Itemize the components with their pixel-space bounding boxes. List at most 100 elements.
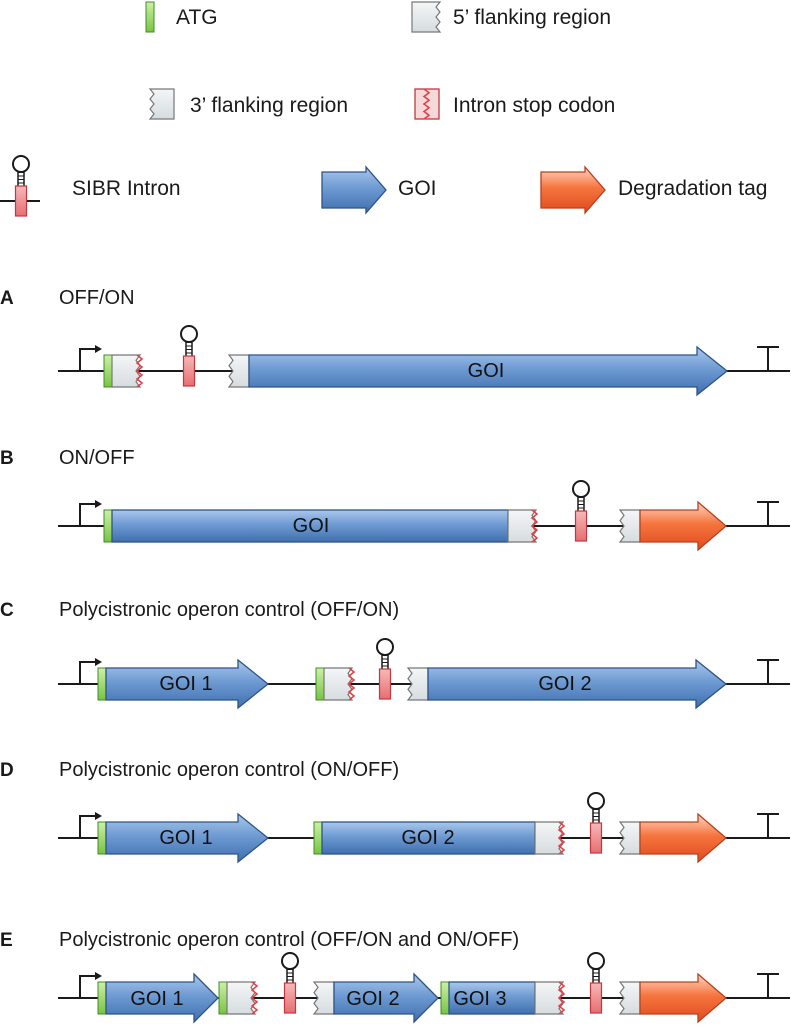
degradation-tag-arrow: [639, 500, 727, 552]
hairpin-loop-icon: [587, 792, 605, 810]
flank-5-region: [411, 1, 442, 33]
sibr-intron-block: [182, 355, 196, 387]
goi-3-box: [448, 981, 536, 1015]
panel-a-goi-label: GOI: [468, 360, 505, 382]
atg-block: [315, 667, 325, 701]
legend-degradation-arrow: [540, 165, 606, 215]
intron-stop-codon-mark: [250, 981, 259, 1015]
promoter-icon: [79, 815, 97, 838]
legend-goi-arrow: [321, 165, 387, 215]
goi-2-box: [321, 821, 536, 855]
sibr-intron-block: [574, 510, 588, 542]
hairpin-loop-icon: [180, 325, 198, 343]
promoter-icon: [79, 503, 97, 526]
sibr-intron-block: [589, 822, 603, 854]
hairpin-loop-icon: [12, 155, 30, 173]
promoter-icon: [79, 975, 97, 998]
flank-5-region: [323, 667, 354, 701]
panel-d-letter: D: [0, 760, 14, 781]
hairpin-loop-icon: [281, 952, 299, 970]
sibr-intron-block: [14, 185, 28, 217]
panel-b: B ON/OFF GOI: [0, 447, 790, 552]
flank-3-region: [312, 981, 335, 1015]
flank-3-region: [618, 509, 641, 543]
goi-1-arrow: [105, 812, 270, 864]
promoter-arrowhead-icon: [95, 812, 102, 820]
promoter-arrowhead-icon: [95, 345, 102, 353]
degradation-tag-arrow: [639, 972, 727, 1024]
flank-5-region: [111, 354, 142, 388]
hairpin-loop-icon: [572, 480, 590, 498]
promoter-arrowhead-icon: [95, 972, 102, 980]
intron-stop-codon-mark: [422, 88, 431, 120]
goi-arrow: [248, 345, 729, 397]
panel-d: D Polycistronic operon control (ON/OFF) …: [0, 759, 790, 864]
sibr-intron-block: [378, 668, 392, 700]
panel-e-construct: [58, 952, 790, 1024]
legend-degradation-tag-label: Degradation tag: [618, 177, 767, 200]
legend-goi-label: GOI: [398, 177, 437, 200]
atg-block: [145, 1, 155, 33]
panel-e-goi3-label: GOI 3: [453, 988, 506, 1010]
panel-b-letter: B: [0, 448, 14, 469]
hairpin-loop-icon: [587, 952, 605, 970]
atg-block: [97, 981, 107, 1015]
legend-5-flank-label: 5’ flanking region: [453, 6, 611, 29]
intron-stop-codon-mark: [530, 509, 539, 543]
flank-3-region: [406, 667, 429, 701]
terminator-icon: [757, 346, 779, 371]
legend-intron-stop-label: Intron stop codon: [453, 94, 615, 117]
intron-stop-codon-mark: [557, 981, 566, 1015]
terminator-icon: [757, 659, 779, 684]
panel-a-construct: [58, 325, 790, 397]
goi-1-arrow: [105, 972, 219, 1024]
panel-b-construct: [58, 480, 790, 552]
flank-5-region: [507, 509, 538, 543]
legend: ATG 5’ flanking region 3’ flanking regio…: [0, 1, 767, 217]
flank-3-region: [618, 821, 641, 855]
legend-3-flank-icon: [148, 88, 175, 120]
panel-a: A OFF/ON GOI: [0, 287, 790, 397]
intron-stop-codon-mark: [557, 821, 566, 855]
sibr-intron-block: [589, 982, 603, 1014]
goi-2-arrow: [333, 972, 439, 1024]
goi-2-arrow: [427, 658, 728, 710]
goi-1-arrow: [105, 658, 270, 710]
panel-a-title: OFF/ON: [59, 287, 135, 309]
terminator-icon: [757, 501, 779, 526]
panel-b-title: ON/OFF: [59, 447, 135, 469]
terminator-icon: [757, 813, 779, 838]
panel-d-construct: [58, 792, 790, 864]
atg-block: [103, 354, 113, 388]
legend-goi-arrow-icon: [321, 165, 387, 215]
panel-d-title: Polycistronic operon control (ON/OFF): [59, 759, 399, 781]
goi-box: [111, 509, 509, 543]
panel-d-goi2-label: GOI 2: [401, 827, 454, 849]
panel-c-goi2-label: GOI 2: [538, 673, 591, 695]
panel-e-goi2-label: GOI 2: [346, 988, 399, 1010]
legend-sibr-intron-label: SIBR Intron: [72, 177, 181, 200]
promoter-icon: [79, 661, 97, 684]
degradation-tag-arrow: [639, 812, 727, 864]
terminator-icon: [757, 973, 779, 998]
panel-c-construct: [58, 638, 790, 710]
atg-block: [218, 981, 228, 1015]
promoter-icon: [79, 348, 97, 371]
atg-block: [97, 821, 107, 855]
atg-block: [440, 981, 450, 1015]
flank-3-region: [148, 88, 175, 120]
legend-atg-icon: [145, 1, 155, 33]
promoter-arrowhead-icon: [95, 500, 102, 508]
panel-e: E Polycistronic operon control (OFF/ON a…: [0, 929, 790, 1024]
legend-5-flank-icon: [411, 1, 442, 33]
promoter-arrowhead-icon: [95, 658, 102, 666]
atg-block: [313, 821, 323, 855]
flank-3-region: [618, 981, 641, 1015]
panel-c-title: Polycistronic operon control (OFF/ON): [59, 599, 399, 621]
panel-e-title: Polycistronic operon control (OFF/ON and…: [59, 929, 519, 951]
legend-3-flank-label: 3’ flanking region: [190, 94, 348, 117]
panel-e-letter: E: [0, 930, 13, 951]
panel-e-goi1-label: GOI 1: [130, 988, 183, 1010]
sibr-intron-block: [283, 982, 297, 1014]
